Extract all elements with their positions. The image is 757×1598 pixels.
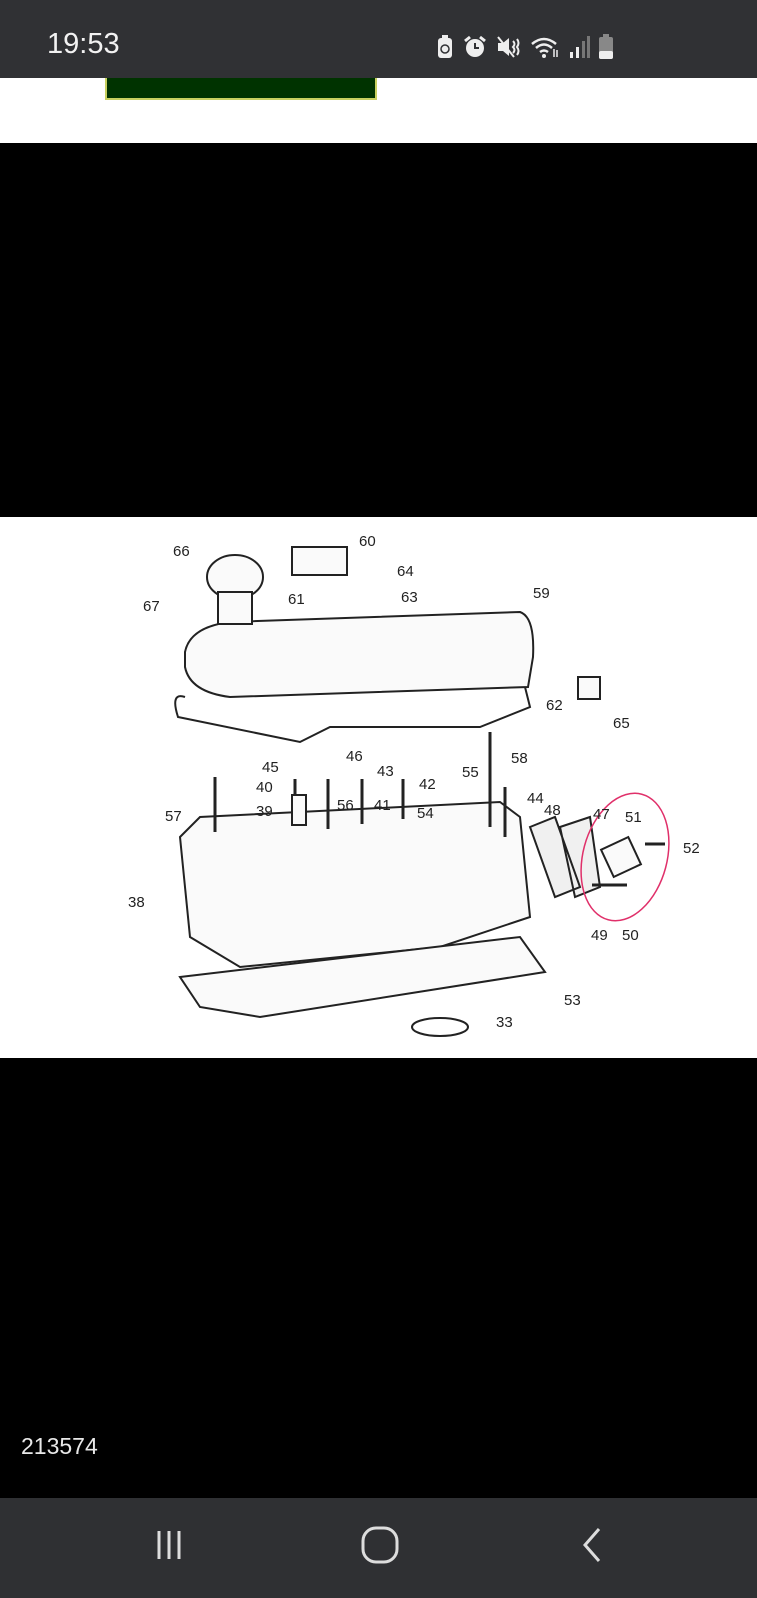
alarm-icon [464, 35, 486, 57]
image-id-text: 213574 [21, 1433, 98, 1459]
battery-icon [599, 34, 613, 59]
part-label: 62 [546, 697, 563, 714]
status-bar: 19:53 [0, 0, 757, 78]
head-gasket [178, 935, 547, 1019]
mute-icon [497, 36, 520, 58]
part-label: 53 [564, 992, 581, 1009]
signal-icon [570, 36, 590, 58]
part-label: 56 [337, 797, 354, 814]
back-button[interactable] [562, 1520, 622, 1570]
part-label: 61 [288, 591, 305, 608]
part-label: 42 [419, 776, 436, 793]
part-label: 48 [544, 802, 561, 819]
id-plate [291, 546, 348, 576]
home-icon [361, 1526, 399, 1564]
part-label: 50 [622, 927, 639, 944]
part-label: 67 [143, 598, 160, 615]
part-label: 47 [593, 806, 610, 823]
recents-icon [157, 1531, 181, 1559]
part-label: 65 [613, 715, 630, 732]
part-label: 57 [165, 808, 182, 825]
part-label: 59 [533, 585, 550, 602]
part-label: 58 [511, 750, 528, 767]
wifi-icon [531, 37, 558, 58]
rocker-cover [184, 610, 535, 699]
part-label: 39 [256, 803, 273, 820]
part-label: 55 [462, 764, 479, 781]
green-banner [105, 78, 377, 100]
part-label: 49 [591, 927, 608, 944]
part-label: 52 [683, 840, 700, 857]
clock: 19:53 [47, 28, 120, 60]
recents-button[interactable] [139, 1520, 199, 1570]
webpage-top [0, 78, 757, 143]
part-label: 40 [256, 779, 273, 796]
part-label: 41 [374, 797, 391, 814]
highlight-circle [580, 792, 670, 922]
part-label: 38 [128, 894, 145, 911]
rocker-gasket [174, 686, 532, 744]
part-label: 63 [401, 589, 418, 606]
back-icon [583, 1528, 601, 1562]
part-label: 60 [359, 533, 376, 550]
part-label: 43 [377, 763, 394, 780]
part-label: 44 [527, 790, 544, 807]
part-label: 66 [173, 543, 190, 560]
navigation-bar [0, 1498, 757, 1598]
part-label: 33 [496, 1014, 513, 1031]
part-label: 45 [262, 759, 279, 776]
battery-saver-icon [438, 35, 452, 58]
part-label: 46 [346, 748, 363, 765]
engine-parts-diagram[interactable]: 66 60 64 61 63 59 67 62 65 46 45 58 43 4… [0, 517, 757, 1058]
part-label: 54 [417, 805, 434, 822]
part-label: 64 [397, 563, 414, 580]
cylinder-head-exploded-view: 66 60 64 61 63 59 67 62 65 46 45 58 43 4… [128, 533, 700, 1037]
part-label: 51 [625, 809, 642, 826]
home-button[interactable] [350, 1520, 410, 1570]
o-ring [411, 1017, 469, 1037]
status-icons [436, 34, 614, 60]
